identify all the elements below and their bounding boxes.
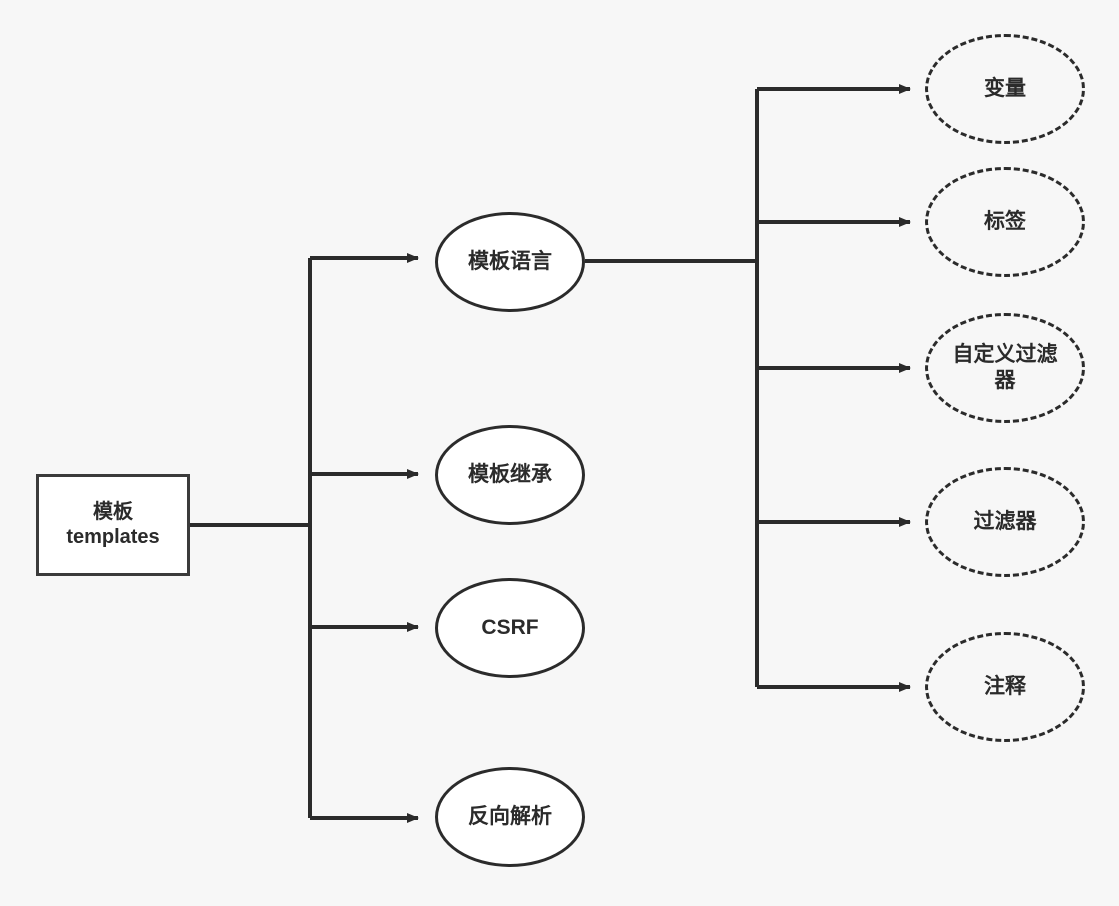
node-variable-label: 变量 [984,76,1026,100]
node-comment-label: 注释 [984,674,1026,698]
node-csrf[interactable]: CSRF [435,578,585,678]
node-templates-label: 模板 templates [66,501,160,548]
node-custom-filter[interactable]: 自定义过滤 器 [925,313,1085,423]
node-template-inheritance-label: 模板继承 [468,462,552,486]
node-custom-filter-label: 自定义过滤 器 [952,342,1058,392]
node-template-language[interactable]: 模板语言 [435,212,585,312]
node-templates[interactable]: 模板 templates [36,474,190,576]
node-template-inheritance[interactable]: 模板继承 [435,425,585,525]
node-variable[interactable]: 变量 [925,34,1085,144]
node-filter[interactable]: 过滤器 [925,467,1085,577]
node-template-language-label: 模板语言 [468,249,552,273]
node-tag-label: 标签 [984,209,1026,233]
node-filter-label: 过滤器 [973,509,1037,533]
node-tag[interactable]: 标签 [925,167,1085,277]
node-csrf-label: CSRF [481,615,539,639]
node-comment[interactable]: 注释 [925,632,1085,742]
node-reverse-resolution[interactable]: 反向解析 [435,767,585,867]
node-reverse-resolution-label: 反向解析 [468,804,552,828]
